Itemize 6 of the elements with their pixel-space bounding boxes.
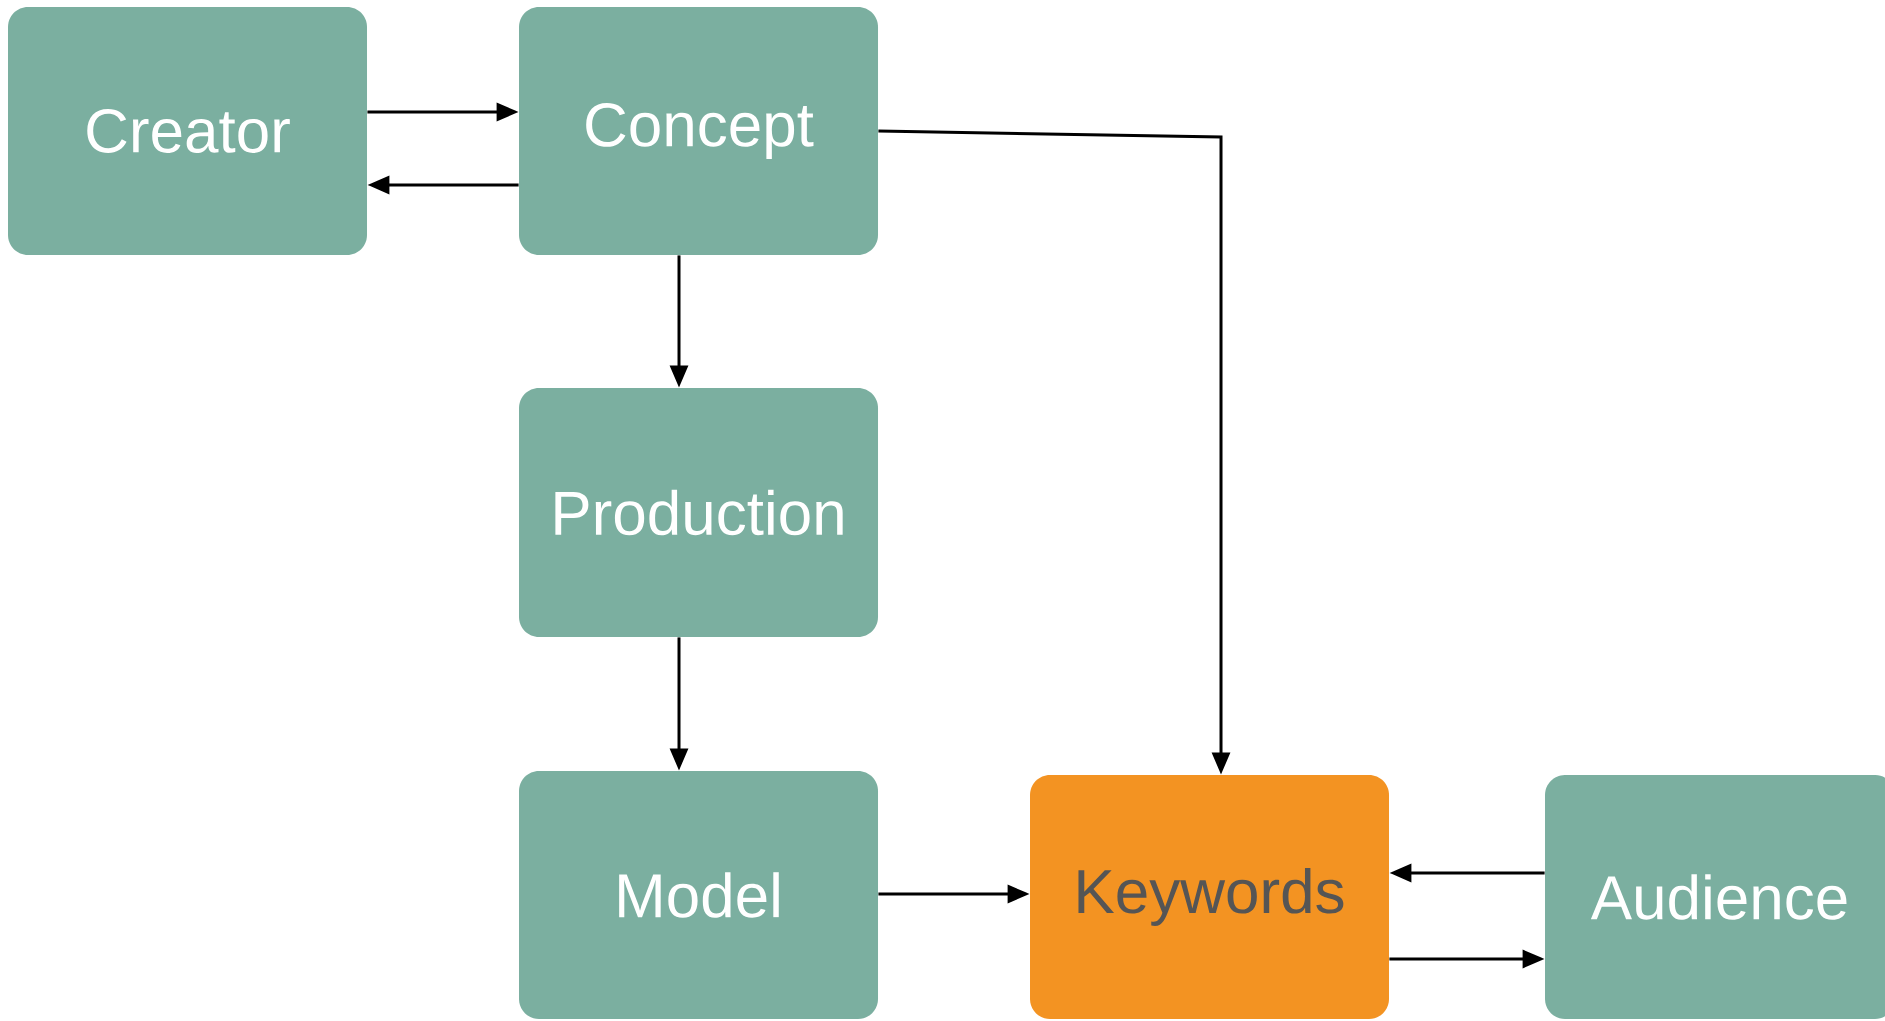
process-box: Model (519, 771, 878, 1019)
process-box: Audience (1545, 775, 1885, 1019)
process-box: Creator (8, 7, 367, 255)
process-box: Keywords (1030, 775, 1389, 1019)
process-box: Production (519, 388, 878, 637)
process-box: Concept (519, 7, 878, 255)
